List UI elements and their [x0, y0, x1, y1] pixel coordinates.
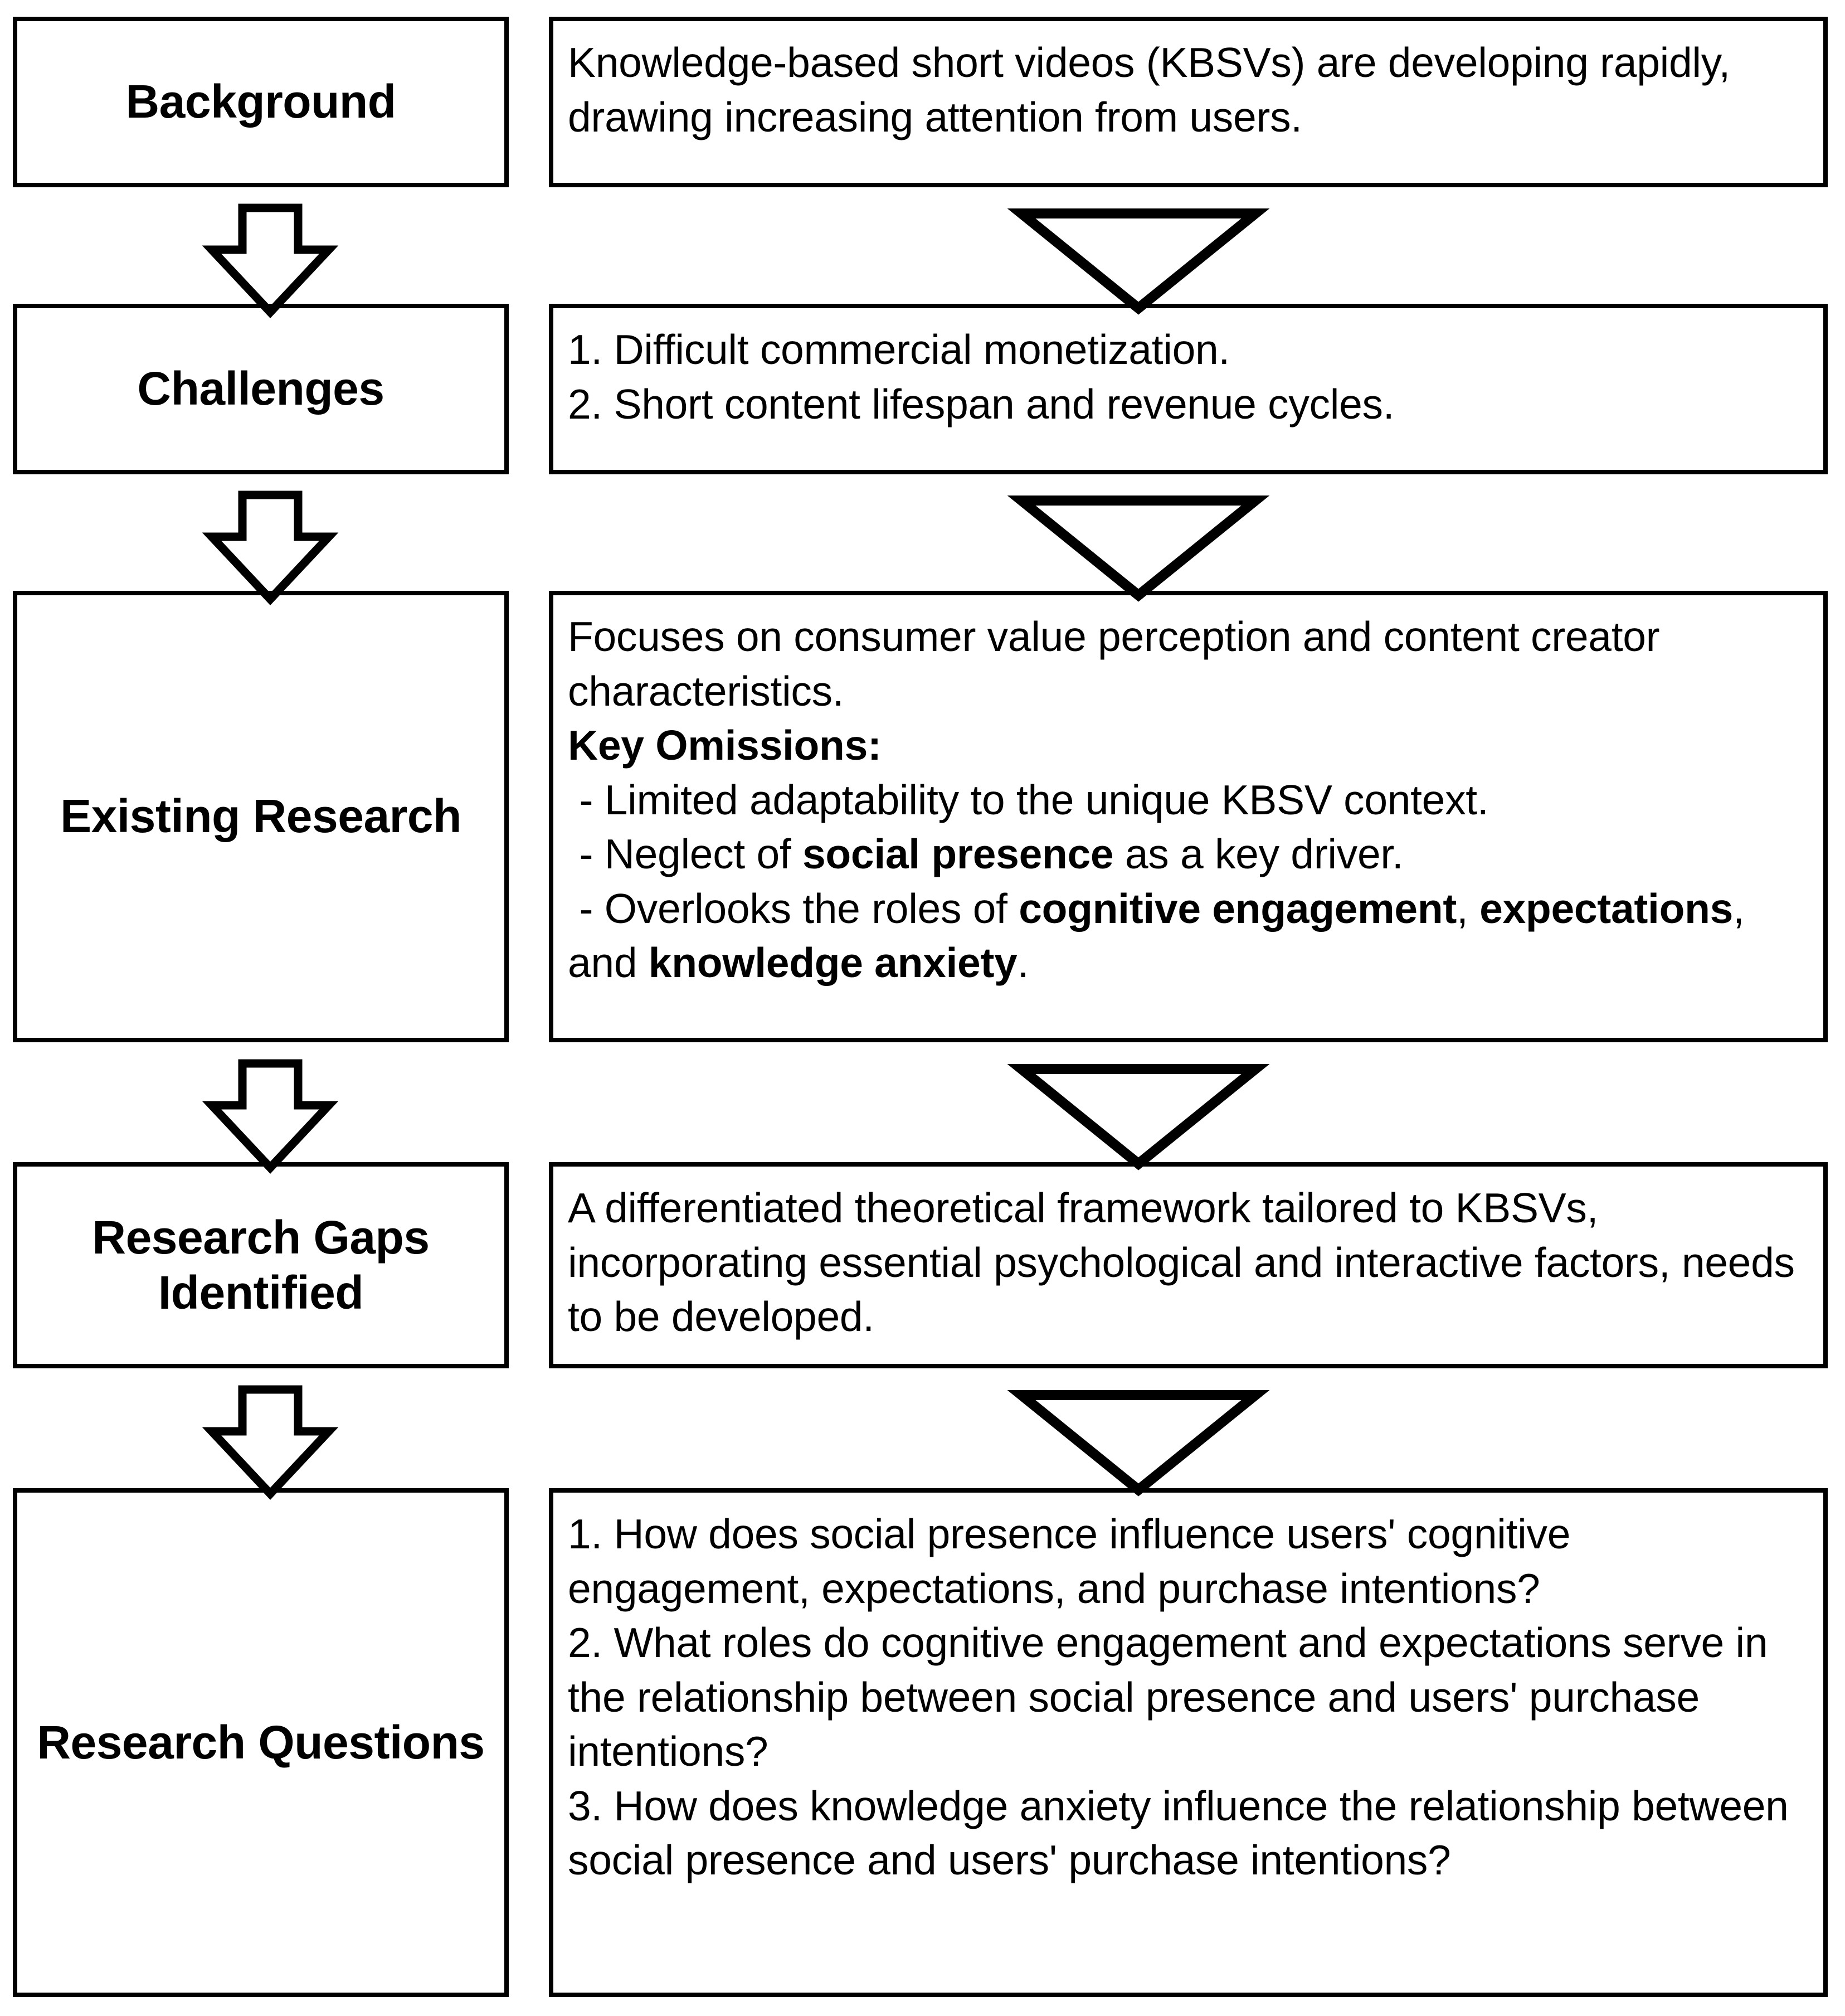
stage-label-challenges-text: Challenges — [137, 362, 384, 415]
flow-row-research-questions-label-cell: Research Questions — [13, 1488, 509, 1997]
flow-row-background-content-cell: Knowledge-based short videos (KBSVs) are… — [549, 17, 1828, 187]
stage-label-background-text: Background — [125, 75, 396, 128]
triangle-down-arrow-icon-challenges-to-existing — [1007, 496, 1270, 602]
flow-row-research-gaps-label-cell: Research Gaps Identified — [13, 1162, 509, 1368]
triangle-down-arrow-icon-existing-to-gaps — [1007, 1064, 1270, 1170]
flow-row-challenges: Challenges 1. Difficult commercial monet… — [0, 304, 1845, 474]
stage-content-research-questions-text: 1. How does social presence influence us… — [568, 1510, 1789, 1883]
block-down-arrow-icon-existing-to-gaps — [202, 1059, 339, 1174]
flow-row-challenges-label-cell: Challenges — [13, 304, 509, 474]
flow-row-research-questions-content-cell: 1. How does social presence influence us… — [549, 1488, 1828, 1997]
flow-row-existing-research: Existing Research Focuses on consumer va… — [0, 591, 1845, 1042]
stage-label-research-gaps: Research Gaps Identified — [13, 1162, 509, 1368]
stage-content-challenges-text: 1. Difficult commercial monetization. 2.… — [568, 326, 1395, 428]
stage-label-research-questions-text: Research Questions — [37, 1716, 485, 1769]
stage-content-research-gaps: A differentiated theoretical framework t… — [549, 1162, 1828, 1368]
block-down-arrow-icon-challenges-to-existing — [202, 490, 339, 605]
flow-row-background: Background Knowledge-based short videos … — [0, 17, 1845, 187]
block-down-arrow-icon-gaps-to-questions — [202, 1385, 339, 1500]
block-down-arrow-icon-background-to-challenges — [202, 203, 339, 318]
stage-content-existing-research-text: Focuses on consumer value perception and… — [568, 613, 1756, 986]
stage-content-challenges: 1. Difficult commercial monetization. 2.… — [549, 304, 1828, 474]
stage-label-research-gaps-text: Research Gaps Identified — [92, 1211, 430, 1319]
flow-row-research-questions: Research Questions 1. How does social pr… — [0, 1488, 1845, 1997]
triangle-down-arrow-icon-gaps-to-questions — [1007, 1390, 1270, 1497]
triangle-down-arrow-icon-background-to-challenges — [1007, 208, 1270, 315]
stage-label-background: Background — [13, 17, 509, 187]
stage-content-research-gaps-text: A differentiated theoretical framework t… — [568, 1184, 1807, 1340]
stage-label-existing-research-text: Existing Research — [60, 790, 461, 843]
stage-content-background: Knowledge-based short videos (KBSVs) are… — [549, 17, 1828, 187]
stage-content-existing-research: Focuses on consumer value perception and… — [549, 591, 1828, 1042]
stage-label-challenges: Challenges — [13, 304, 509, 474]
flow-row-research-gaps-content-cell: A differentiated theoretical framework t… — [549, 1162, 1828, 1368]
flow-row-existing-research-content-cell: Focuses on consumer value perception and… — [549, 591, 1828, 1042]
flow-row-challenges-content-cell: 1. Difficult commercial monetization. 2.… — [549, 304, 1828, 474]
flow-row-existing-research-label-cell: Existing Research — [13, 591, 509, 1042]
stage-content-background-text: Knowledge-based short videos (KBSVs) are… — [568, 39, 1742, 140]
stage-label-existing-research: Existing Research — [13, 591, 509, 1042]
flow-row-research-gaps: Research Gaps Identified A differentiate… — [0, 1162, 1845, 1368]
stage-content-research-questions: 1. How does social presence influence us… — [549, 1488, 1828, 1997]
flow-row-background-label-cell: Background — [13, 17, 509, 187]
stage-label-research-questions: Research Questions — [13, 1488, 509, 1997]
